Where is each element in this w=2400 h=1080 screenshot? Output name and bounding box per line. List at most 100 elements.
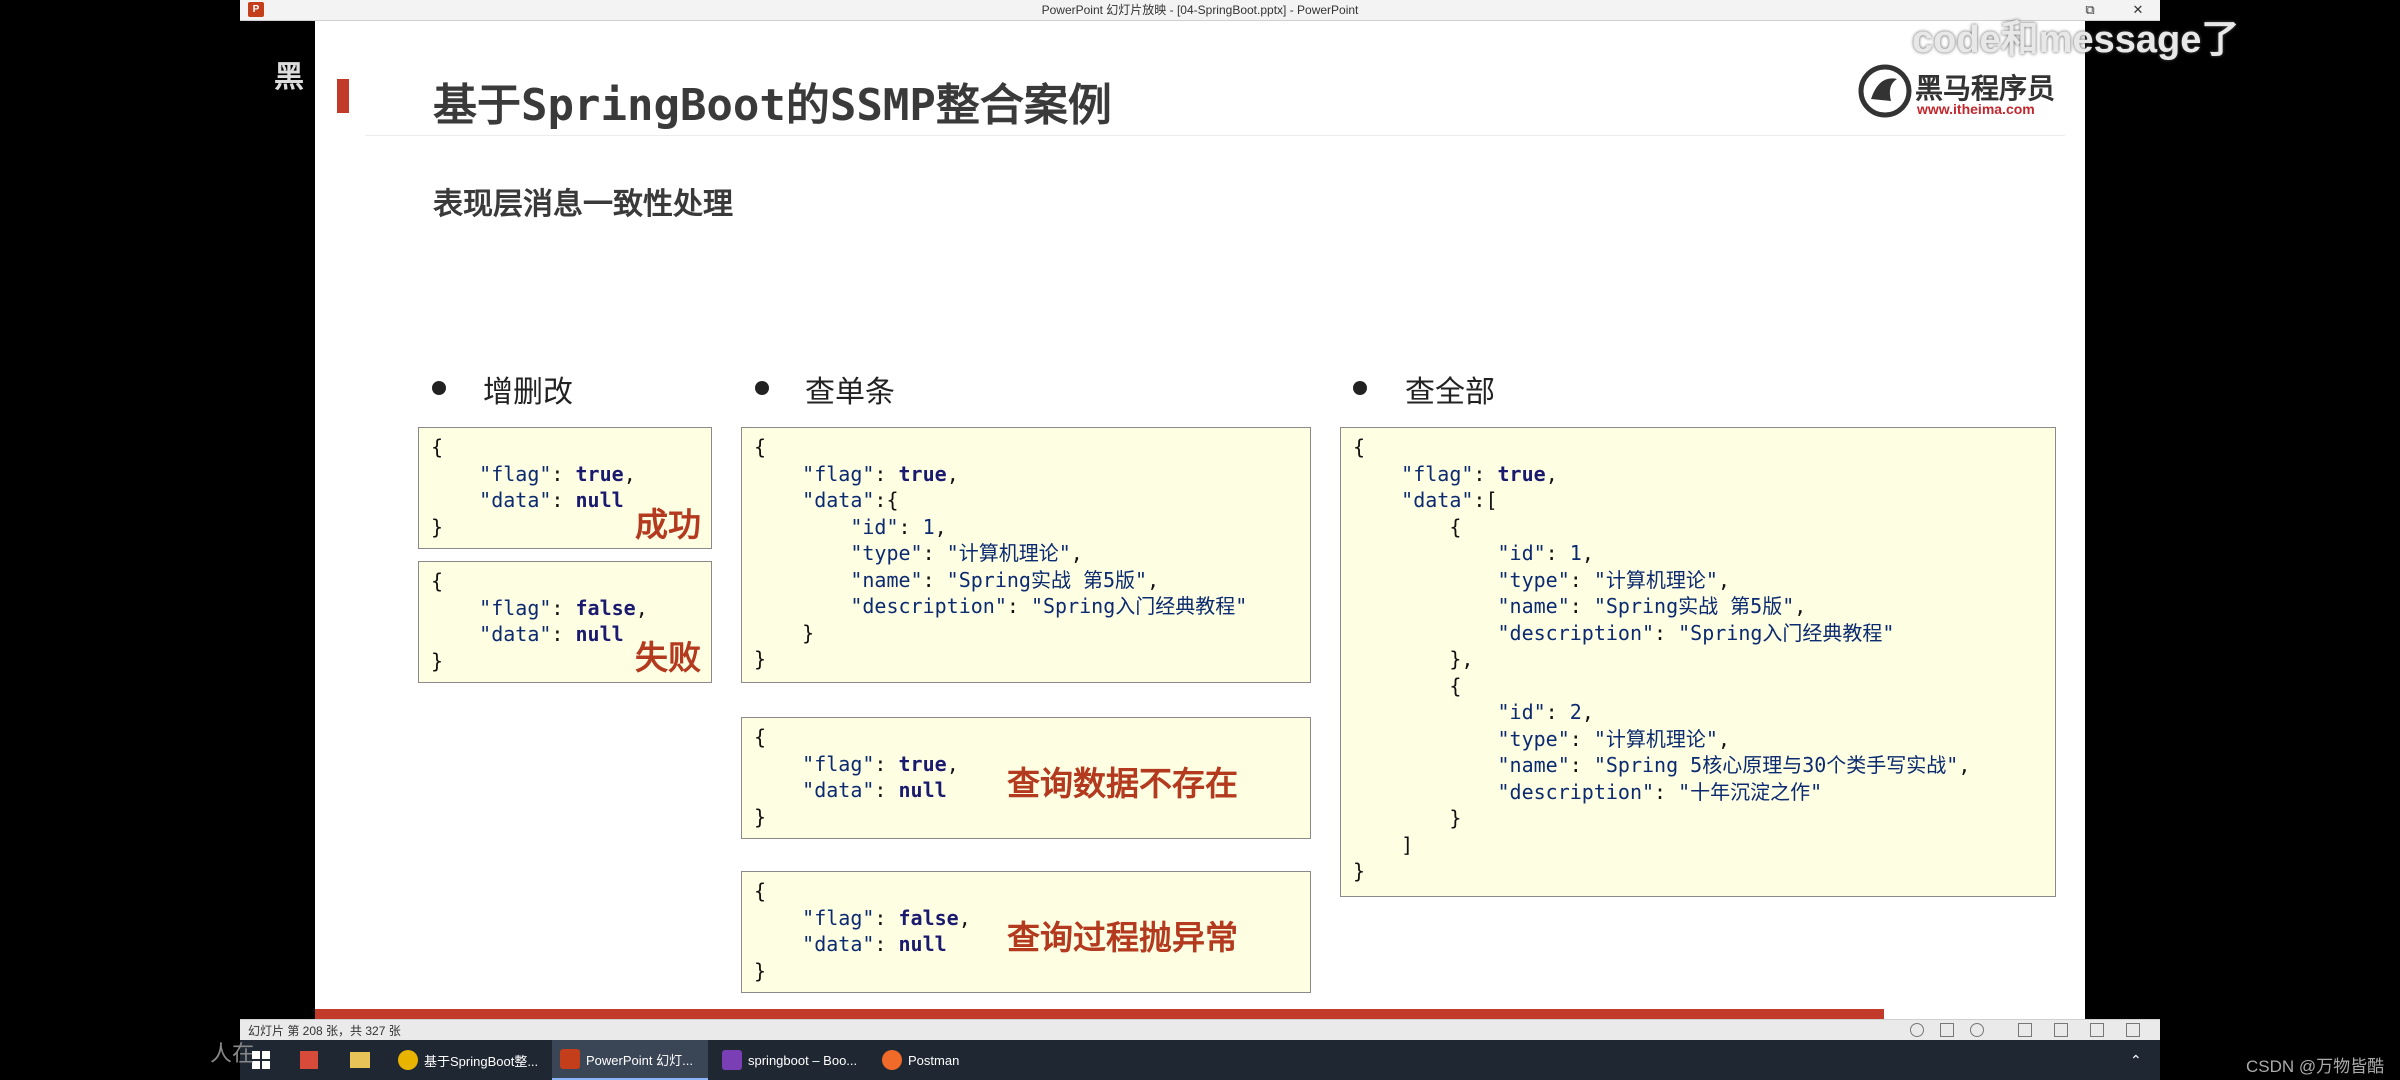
json-key-flag: "flag" — [1401, 461, 1474, 486]
title-divider — [365, 135, 2065, 136]
tray-chevron-up-icon[interactable]: ⌃ — [2130, 1051, 2142, 1068]
json-value-description: "Spring入门经典教程" — [1678, 620, 1895, 645]
taskbar-item-label: 基于SpringBoot整... — [424, 1053, 539, 1069]
json-key-data: "data" — [802, 932, 875, 956]
json-value-name: "Spring实战 第5版" — [946, 567, 1148, 592]
json-value-description: "十年沉淀之作" — [1678, 779, 1823, 804]
json-value-id: 2 — [1569, 700, 1582, 724]
json-key-data: "data" — [479, 622, 552, 646]
code-bracket: [ — [1485, 488, 1498, 512]
bullet-dot — [432, 381, 446, 395]
restore-window-button[interactable]: ⧉ — [2085, 2, 2095, 17]
annotation-success: 成功 — [635, 506, 701, 543]
code-brace: { — [886, 488, 899, 512]
json-value-description: "Spring入门经典教程" — [1030, 594, 1248, 618]
json-value-type: "计算机理论" — [946, 541, 1071, 565]
itheima-logo-icon — [1858, 64, 1912, 118]
code-brace: }, — [1449, 647, 1474, 671]
pause-icon[interactable] — [1940, 1023, 1954, 1037]
taskbar-item-label: springboot – Boo... — [748, 1052, 858, 1068]
code-box-get-one: { "flag": true, "data":{ "id": 1, "type"… — [741, 427, 1311, 683]
close-window-button[interactable]: ✕ — [2132, 2, 2144, 17]
code-box-crud-success: { "flag": true, "data": null } — [418, 427, 712, 549]
json-value-true: true — [898, 461, 947, 486]
column-label-get-all: 查全部 — [1405, 376, 1495, 409]
taskbar-item-chrome[interactable]: 基于SpringBoot整... — [390, 1040, 540, 1080]
json-value-false: false — [575, 595, 636, 620]
taskbar-item-powerpoint[interactable]: PowerPoint 幻灯... — [552, 1040, 708, 1080]
code-brace: } — [754, 647, 767, 671]
json-key-id: "id" — [1497, 700, 1546, 724]
json-key-data: "data" — [1401, 488, 1474, 512]
taskbar-item-postman[interactable]: Postman — [874, 1040, 994, 1080]
json-key-flag: "flag" — [802, 905, 875, 930]
reading-view-icon[interactable] — [2090, 1023, 2104, 1037]
annotation-fail: 失败 — [635, 639, 701, 676]
json-key-flag: "flag" — [479, 461, 552, 486]
slide-sorter-icon[interactable] — [2054, 1023, 2068, 1037]
normal-view-icon[interactable] — [2018, 1023, 2032, 1037]
taskview-button[interactable] — [300, 1040, 318, 1080]
json-key-id: "id" — [850, 514, 899, 539]
code-box-get-all: { "flag": true, "data":[ { "id": 1, "typ… — [1340, 427, 2056, 897]
column-label-get-one: 查单条 — [805, 376, 895, 409]
windows-taskbar: 基于SpringBoot整... PowerPoint 幻灯... spring… — [240, 1040, 2160, 1080]
json-value-true: true — [1497, 461, 1546, 486]
json-value-id: 1 — [1569, 541, 1582, 565]
code-box-crud-fail: { "flag": false, "data": null } — [418, 561, 712, 683]
json-key-flag: "flag" — [802, 751, 875, 776]
json-value-type: "计算机理论" — [1593, 567, 1718, 592]
slide-counter: 幻灯片 第 208 张，共 327 张 — [248, 1024, 401, 1038]
code-brace: { — [754, 879, 767, 903]
code-brace: { — [754, 435, 767, 459]
title-accent-bar — [337, 79, 349, 113]
bullet-dot — [755, 381, 769, 395]
window-titlebar: P PowerPoint 幻灯片放映 - [04-SpringBoot.pptx… — [240, 0, 2160, 21]
json-key-id: "id" — [1497, 541, 1546, 565]
json-value-null: null — [898, 932, 947, 956]
file-explorer-button[interactable] — [350, 1040, 370, 1080]
json-value-type: "计算机理论" — [1593, 726, 1718, 751]
json-key-data: "data" — [802, 488, 875, 512]
bullet-dot — [1353, 381, 1367, 395]
code-brace: } — [431, 514, 444, 539]
watermark-overlay: 黑 — [274, 61, 304, 94]
windows-logo-icon — [252, 1051, 270, 1069]
code-brace: } — [754, 804, 767, 829]
json-value-name: "Spring实战 第5版" — [1593, 594, 1795, 618]
json-value-null: null — [575, 488, 624, 512]
slide-subtitle: 表现层消息一致性处理 — [433, 188, 733, 221]
intellij-icon — [722, 1050, 742, 1070]
code-brace: { — [754, 725, 767, 749]
grid-app-icon — [300, 1051, 318, 1069]
json-key-name: "name" — [850, 567, 923, 592]
taskbar-item-label: Postman — [908, 1052, 960, 1068]
annotation-not-found: 查询数据不存在 — [1007, 765, 1238, 802]
next-slide-icon[interactable] — [1970, 1023, 1984, 1037]
json-key-name: "name" — [1497, 594, 1570, 618]
taskbar-item-intellij[interactable]: springboot – Boo... — [714, 1040, 864, 1080]
code-brace: } — [754, 958, 767, 983]
taskbar-item-label: PowerPoint 幻灯... — [586, 1052, 693, 1068]
json-key-data: "data" — [479, 488, 552, 512]
postman-icon — [882, 1050, 902, 1070]
code-box-exception: { "flag": false, "data": null } — [741, 871, 1311, 993]
json-key-type: "type" — [850, 541, 923, 565]
code-brace: { — [1449, 514, 1462, 539]
slide-title: 基于SpringBoot的SSMP整合案例 — [433, 80, 1112, 131]
code-box-not-found: { "flag": true, "data": null } — [741, 717, 1311, 839]
prev-slide-icon[interactable] — [1910, 1023, 1924, 1037]
start-button[interactable] — [252, 1040, 270, 1080]
code-brace: { — [1449, 673, 1462, 698]
code-brace: } — [1449, 806, 1462, 830]
json-key-type: "type" — [1497, 726, 1570, 751]
code-brace: } — [802, 620, 815, 645]
slide-progress-bar — [315, 1009, 1884, 1019]
json-value-id: 1 — [922, 514, 935, 539]
code-brace: } — [431, 648, 444, 673]
json-key-flag: "flag" — [802, 461, 875, 486]
logo-name: 黑马程序员 — [1915, 73, 2056, 104]
json-value-null: null — [575, 622, 624, 646]
slideshow-icon[interactable] — [2126, 1023, 2140, 1037]
status-bar: 幻灯片 第 208 张，共 327 张 — [240, 1019, 2160, 1040]
